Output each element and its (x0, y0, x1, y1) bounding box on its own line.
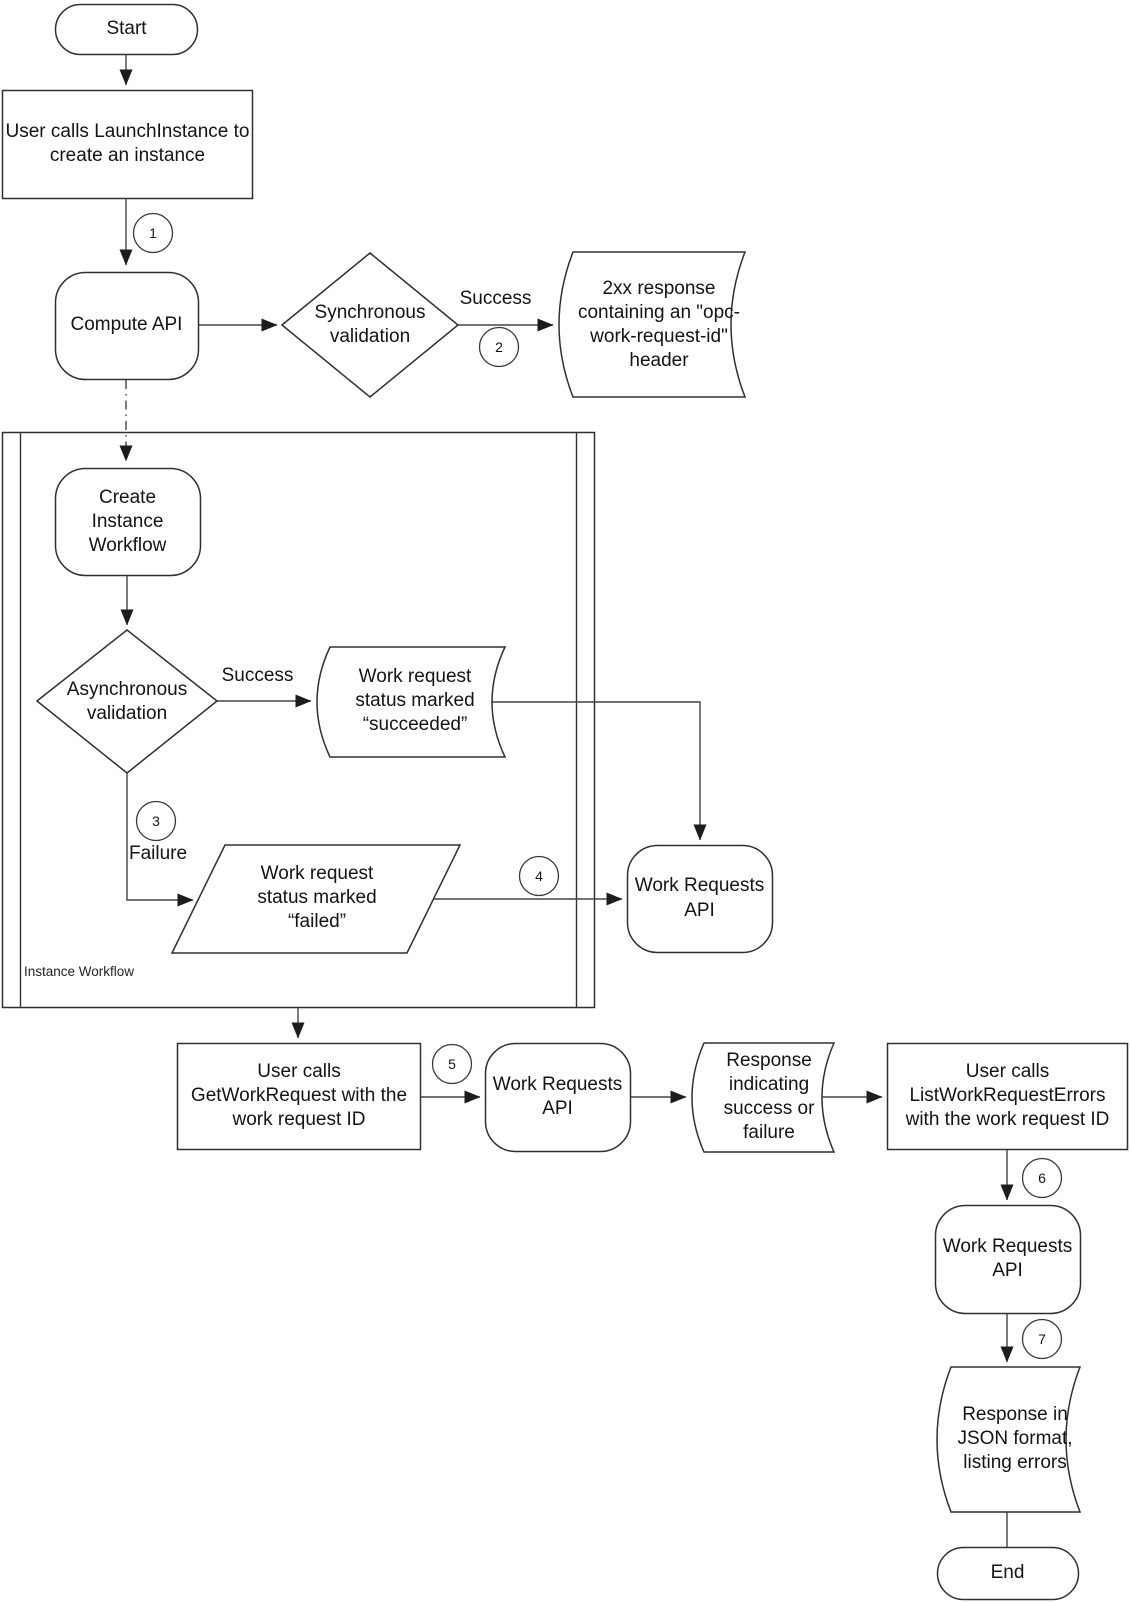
step-1-number: 1 (149, 225, 157, 241)
response-status-node-shape (691, 1042, 836, 1153)
async-validation-decision-shape (35, 629, 219, 774)
step-6-number: 6 (1038, 1170, 1046, 1186)
instance-workflow-container-label: Instance Workflow (24, 964, 135, 980)
end-node-label: End (990, 1561, 1025, 1583)
response-2xx-node-label: 2xx response containing an "opc-work-req… (577, 277, 741, 372)
step-5-number: 5 (448, 1056, 456, 1072)
response-2xx-node-shape (558, 251, 747, 398)
async-validation-decision-label: Asynchronous validation (66, 678, 188, 724)
response-status-node-label: Response indicating success or failure (723, 1049, 815, 1144)
step-4-number: 4 (535, 868, 543, 884)
step-6-circle (1021, 1157, 1063, 1199)
step-7-circle (1021, 1318, 1063, 1360)
launch-instance-node-label: User calls LaunchInstance to create an i… (5, 120, 250, 166)
launch-instance-node-shape (1, 89, 254, 200)
list-work-request-errors-node-shape (886, 1042, 1129, 1151)
sync-validation-decision-shape (280, 252, 460, 398)
work-requests-api-poll-node-label: Work Requests API (492, 1073, 623, 1119)
work-requests-api-errors-node-label: Work Requests API (942, 1235, 1073, 1281)
step-2-number: 2 (495, 339, 503, 355)
async-failure-edge-label: Failure (129, 842, 188, 864)
work-requests-api-poll-node-shape (484, 1042, 632, 1153)
response-json-node-shape (936, 1366, 1082, 1513)
status-succeeded-node-label: Work request status marked “succeeded” (355, 665, 475, 736)
step-7-number: 7 (1038, 1331, 1046, 1347)
work-requests-api-main-node-shape (626, 844, 774, 954)
work-requests-api-errors-node-shape (934, 1204, 1082, 1315)
status-succeeded-node-shape (316, 646, 507, 758)
response-json-node-label: Response in JSON format, listing errors (957, 1403, 1073, 1474)
async-success-edge-label: Success (221, 664, 294, 686)
status-failed-node-label: Work request status marked “failed” (257, 862, 377, 933)
get-work-request-node-label: User calls GetWorkRequest with the work … (190, 1060, 408, 1131)
edge-succeeded-to-wrapi (491, 701, 707, 841)
step-1-circle (132, 212, 174, 254)
compute-api-node-shape (54, 271, 200, 381)
sync-validation-decision-label: Synchronous validation (314, 301, 426, 347)
step-2-circle (478, 326, 520, 368)
end-node-shape (936, 1546, 1080, 1601)
step-4-circle (518, 855, 560, 897)
step-3-circle (135, 800, 177, 842)
step-5-circle (431, 1043, 473, 1085)
sync-success-edge-label: Success (459, 287, 532, 309)
start-node-label: Start (106, 17, 147, 39)
create-instance-workflow-node-shape (54, 467, 202, 577)
create-instance-workflow-node-label: Create Instance Workflow (88, 486, 167, 557)
status-failed-node-shape (170, 844, 462, 954)
step-3-number: 3 (152, 813, 160, 829)
compute-api-node-label: Compute API (70, 314, 183, 336)
list-work-request-errors-node-label: User calls ListWorkRequestErrors with th… (905, 1060, 1110, 1131)
start-node-shape (54, 3, 199, 56)
work-requests-api-main-node-label: Work Requests API (634, 875, 765, 921)
get-work-request-node-shape (176, 1042, 422, 1151)
edge-async-failure (126, 773, 194, 907)
